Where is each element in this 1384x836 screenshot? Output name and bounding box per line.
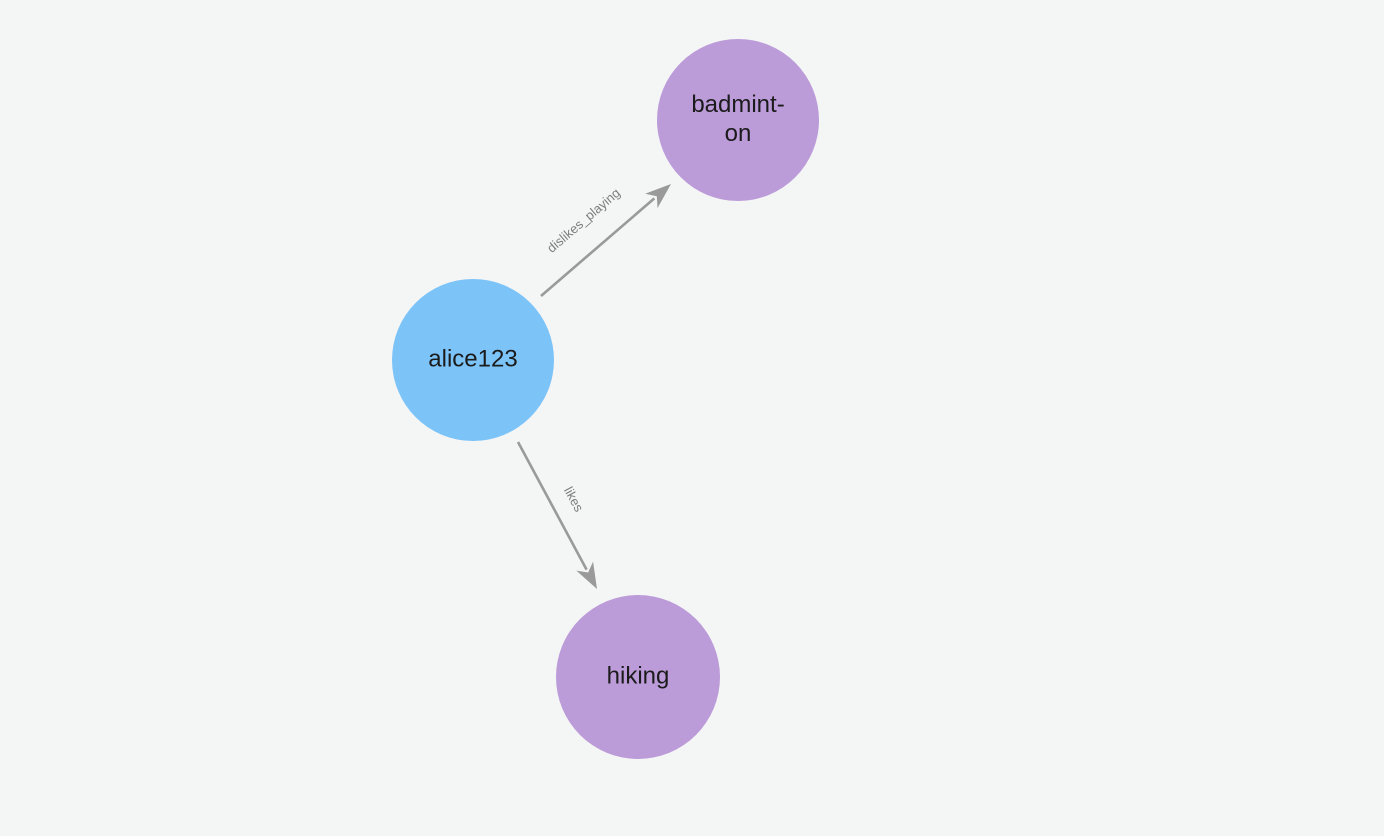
- edge-line: [516, 441, 588, 571]
- graph-edge[interactable]: [516, 441, 597, 589]
- edge-arrowhead: [645, 184, 671, 209]
- edge-line: [540, 197, 656, 297]
- node-circle[interactable]: [392, 279, 554, 441]
- node-circle[interactable]: [657, 39, 819, 201]
- graph-edge[interactable]: [540, 184, 671, 297]
- graph-node[interactable]: badmint-on: [657, 39, 819, 201]
- node-circle[interactable]: [556, 595, 720, 759]
- edges-layer: [516, 184, 671, 589]
- edge-arrowhead: [576, 561, 597, 589]
- graph-node[interactable]: hiking: [556, 595, 720, 759]
- graph-node[interactable]: alice123: [392, 279, 554, 441]
